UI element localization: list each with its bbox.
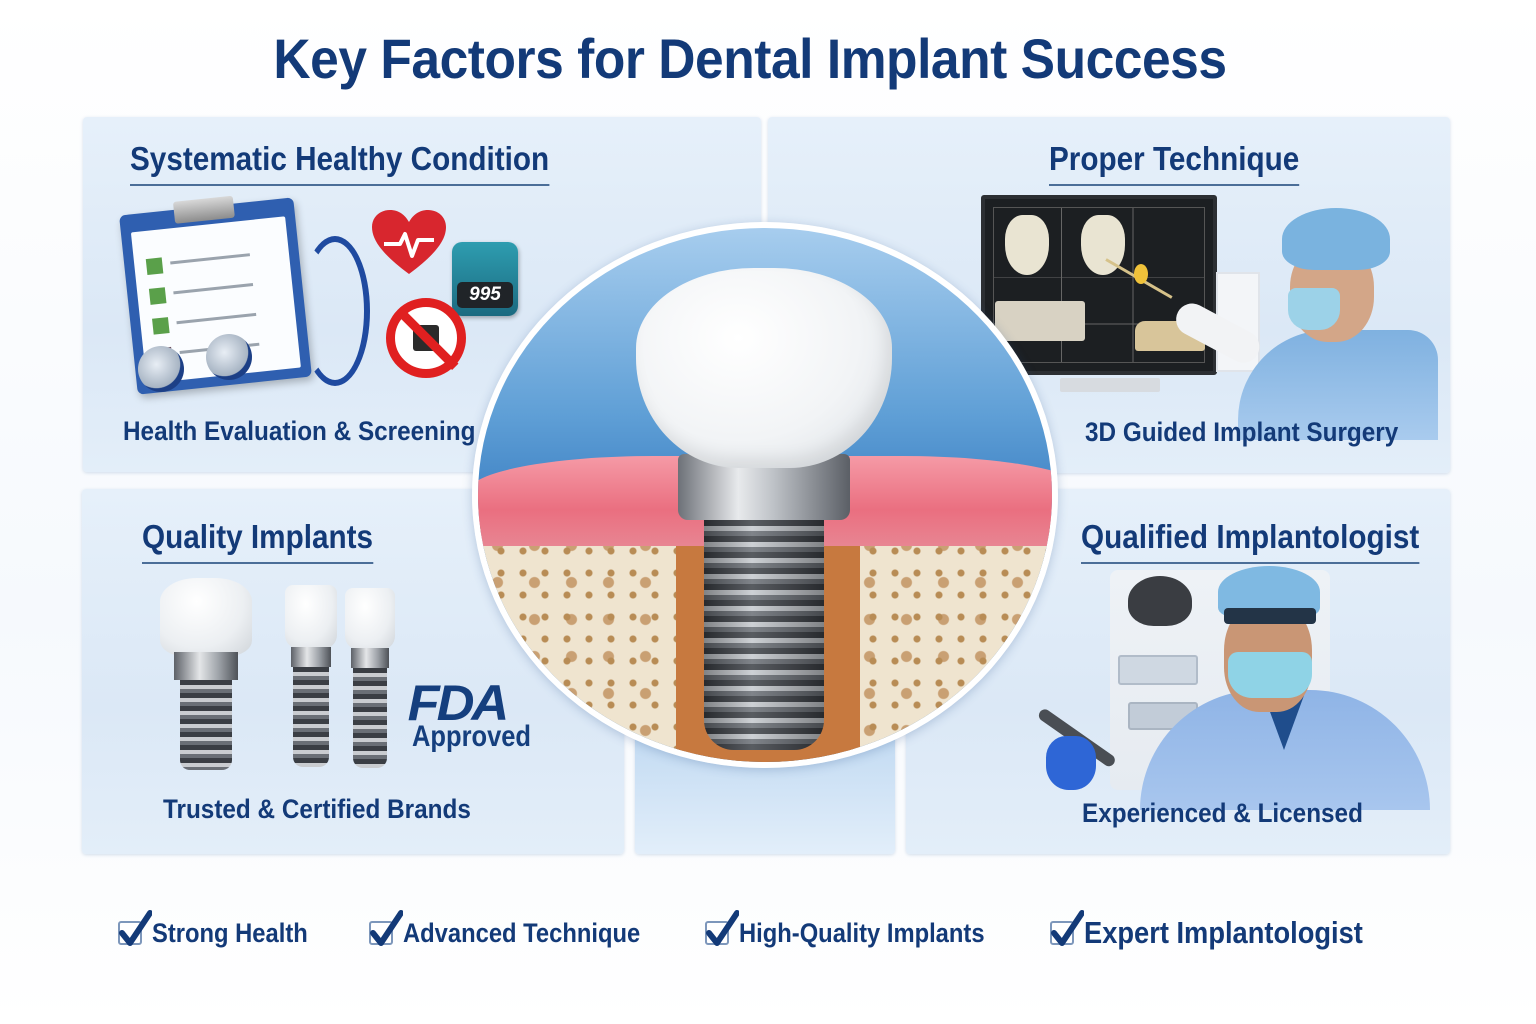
checklist-label: Expert Implantologist xyxy=(1083,915,1363,950)
panel-technique-title: Proper Technique xyxy=(1049,140,1300,186)
checklist-item: Advanced Technique xyxy=(369,910,673,949)
clinic-equipment xyxy=(1118,655,1198,685)
checklist-label: Advanced Technique xyxy=(403,917,641,948)
stethoscope-icon xyxy=(300,236,370,386)
checklist-item: Strong Health xyxy=(118,910,329,949)
surgical-cap-icon xyxy=(1282,208,1390,270)
panel-health-title: Systematic Healthy Condition xyxy=(130,140,550,186)
checkbox-checked-icon xyxy=(1049,910,1084,946)
checklist-label: Strong Health xyxy=(152,917,308,948)
loupe-icon xyxy=(1224,608,1316,624)
checklist-item: High-Quality Implants xyxy=(704,910,1018,949)
panel-technique-caption: 3D Guided Implant Surgery xyxy=(1085,417,1399,447)
checklist-item: Expert Implantologist xyxy=(1049,910,1401,951)
surgical-mask-icon xyxy=(1228,652,1312,698)
monitor-3d-scan-icon xyxy=(981,195,1217,375)
implant-screw-shading xyxy=(704,520,824,750)
panel-health-caption: Health Evaluation & Screening xyxy=(123,416,476,446)
dental-implant-illustration xyxy=(472,222,1058,768)
glucose-meter-icon: 995 xyxy=(452,242,518,316)
glove-icon xyxy=(1046,736,1096,790)
surgical-mask-icon xyxy=(1288,288,1340,330)
stethoscope-chestpiece-icon xyxy=(138,346,184,392)
page-title: Key Factors for Dental Implant Success xyxy=(273,27,1227,90)
dental-lamp-icon xyxy=(1128,576,1192,626)
checklist: Strong Health Advanced Technique High-Qu… xyxy=(118,910,1433,951)
meter-reading: 995 xyxy=(457,282,513,308)
bone-icon xyxy=(478,518,696,762)
heart-rate-icon xyxy=(372,210,446,274)
stethoscope-chestpiece-icon xyxy=(206,334,252,380)
panel-implants-title: Quality Implants xyxy=(142,518,374,564)
panel-implantologist-caption: Experienced & Licensed xyxy=(1082,798,1363,828)
surgeon-body xyxy=(1238,330,1438,440)
pointer-tip xyxy=(1134,264,1148,284)
panel-implantologist-title: Qualified Implantologist xyxy=(1081,518,1420,564)
tooth-crown-icon xyxy=(636,268,892,468)
checklist-label: High-Quality Implants xyxy=(738,917,985,948)
checkbox-checked-icon xyxy=(118,910,152,946)
checkbox-checked-icon xyxy=(704,910,739,946)
panel-implants-caption: Trusted & Certified Brands xyxy=(163,794,471,824)
bone-icon xyxy=(840,518,1052,762)
monitor-stand xyxy=(1060,378,1160,392)
checkbox-checked-icon xyxy=(369,910,404,946)
implant-screw-icon xyxy=(704,520,824,750)
no-smoking-icon xyxy=(386,298,466,378)
